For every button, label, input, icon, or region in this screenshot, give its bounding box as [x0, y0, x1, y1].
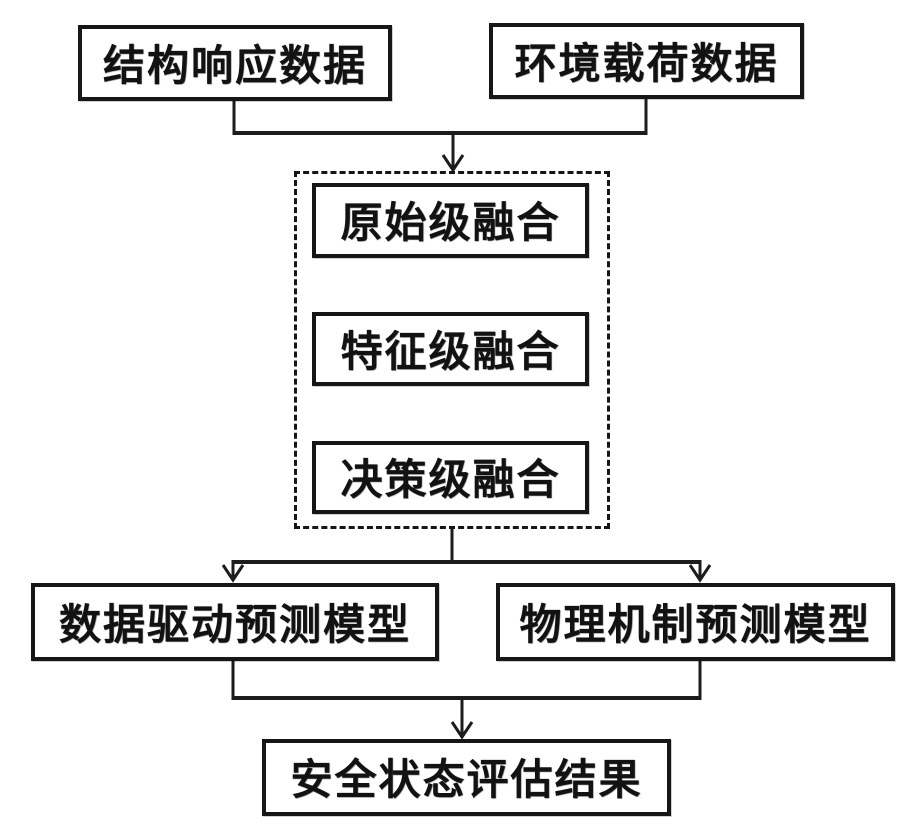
- connector-fusion-to-models: [221, 529, 712, 583]
- node-feature-level-fusion: 特征级融合: [312, 312, 589, 386]
- connector-sources-to-fusion: [232, 99, 648, 173]
- arrow-down-icon: [688, 564, 712, 583]
- node-label: 决策级融合: [340, 455, 561, 504]
- arrow-down-icon: [441, 154, 465, 173]
- node-raw-level-fusion: 原始级融合: [312, 183, 589, 258]
- node-decision-level-fusion: 决策级融合: [312, 441, 589, 514]
- node-physical-mechanism-prediction-model: 物理机制预测模型: [496, 583, 895, 661]
- node-data-driven-prediction-model: 数据驱动预测模型: [31, 583, 439, 661]
- node-label: 物理机制预测模型: [519, 599, 872, 649]
- node-label: 原始级融合: [340, 198, 561, 247]
- node-structural-response-data: 结构响应数据: [78, 25, 392, 101]
- arrow-down-icon: [450, 721, 474, 740]
- connector-models-to-result: [231, 661, 702, 740]
- node-label: 安全状态评估结果: [290, 755, 643, 804]
- node-environmental-load-data: 环境载荷数据: [489, 23, 804, 99]
- node-label: 数据驱动预测模型: [58, 599, 411, 649]
- arrow-down-icon: [221, 564, 245, 583]
- node-label: 特征级融合: [340, 326, 561, 376]
- node-label: 环境载荷数据: [514, 38, 779, 88]
- node-label: 结构响应数据: [102, 40, 367, 90]
- node-safety-state-assessment-result: 安全状态评估结果: [262, 739, 671, 816]
- fusion-group-dashed-container: [294, 171, 610, 529]
